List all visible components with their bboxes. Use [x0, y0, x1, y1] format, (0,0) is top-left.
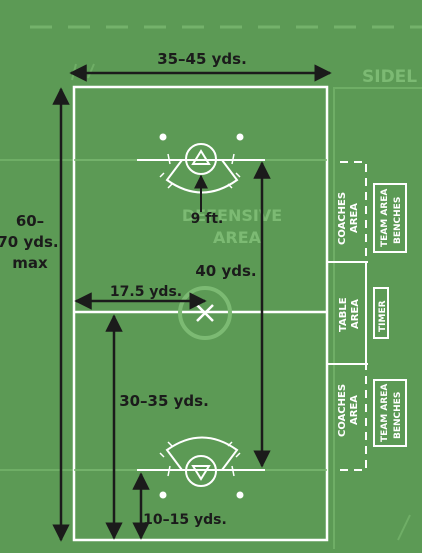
timer-box: [373, 287, 389, 339]
midfield-offset-label: 17.5 yds.: [110, 284, 182, 300]
coaches-area-top-line-1: COACHES: [337, 192, 348, 245]
crease-distance-label: 9 ft.: [191, 211, 224, 227]
length-label-line-3: max: [12, 254, 48, 272]
timer-label: TIMER: [378, 300, 388, 332]
team-area-bottom-line-2: BENCHES: [393, 392, 403, 439]
team-area-box-top: [373, 183, 407, 253]
length-label-line-1: 60–: [16, 212, 44, 230]
table-area-line-1: TABLE: [338, 297, 349, 332]
bench-area: COACHES AREA TEAM AREA BENCHES TABLE ARE…: [327, 161, 407, 471]
top-hash-marks: [159, 153, 241, 189]
coaches-area-bottom-line-2: AREA: [349, 395, 360, 425]
defensive-area-line-2: AREA: [213, 228, 262, 247]
bottom-dot-left: [159, 491, 167, 499]
top-dot-left: [159, 133, 167, 141]
bottom-hash-marks: [159, 441, 241, 477]
table-area-line-2: AREA: [350, 299, 361, 329]
bottom-goal-area: [137, 436, 265, 499]
top-crease: [185, 143, 217, 175]
field-boundary: [72, 85, 329, 542]
coaches-area-bottom-line-1: COACHES: [337, 384, 348, 437]
bottom-crease: [185, 455, 217, 487]
team-area-bottom-line-1: TEAM AREA: [380, 384, 390, 442]
sideline-ghost-text: SIDEL: [362, 67, 417, 87]
goal-to-center-label: 30–35 yds.: [119, 392, 209, 410]
top-goal: [191, 149, 211, 165]
top-dot-right: [236, 133, 244, 141]
ghost-mark-bottom: [397, 514, 411, 541]
goal-to-goal-label: 40 yds.: [195, 262, 256, 280]
coaches-area-top-line-2: AREA: [349, 203, 360, 233]
goal-to-endline-label: 10–15 yds.: [143, 512, 227, 528]
bottom-wing-arc: [165, 436, 239, 471]
ghost-sideline-outline: [333, 87, 422, 553]
width-label: 35–45 yds.: [157, 50, 247, 68]
bottom-dot-right: [236, 491, 244, 499]
team-area-top-line-2: BENCHES: [393, 197, 403, 244]
team-area-box-bottom: [373, 379, 407, 447]
center-circle: [178, 286, 232, 340]
bottom-goal: [191, 465, 211, 481]
team-area-top-line-1: TEAM AREA: [380, 189, 390, 247]
length-label-line-2: 70 yds.: [0, 233, 59, 251]
